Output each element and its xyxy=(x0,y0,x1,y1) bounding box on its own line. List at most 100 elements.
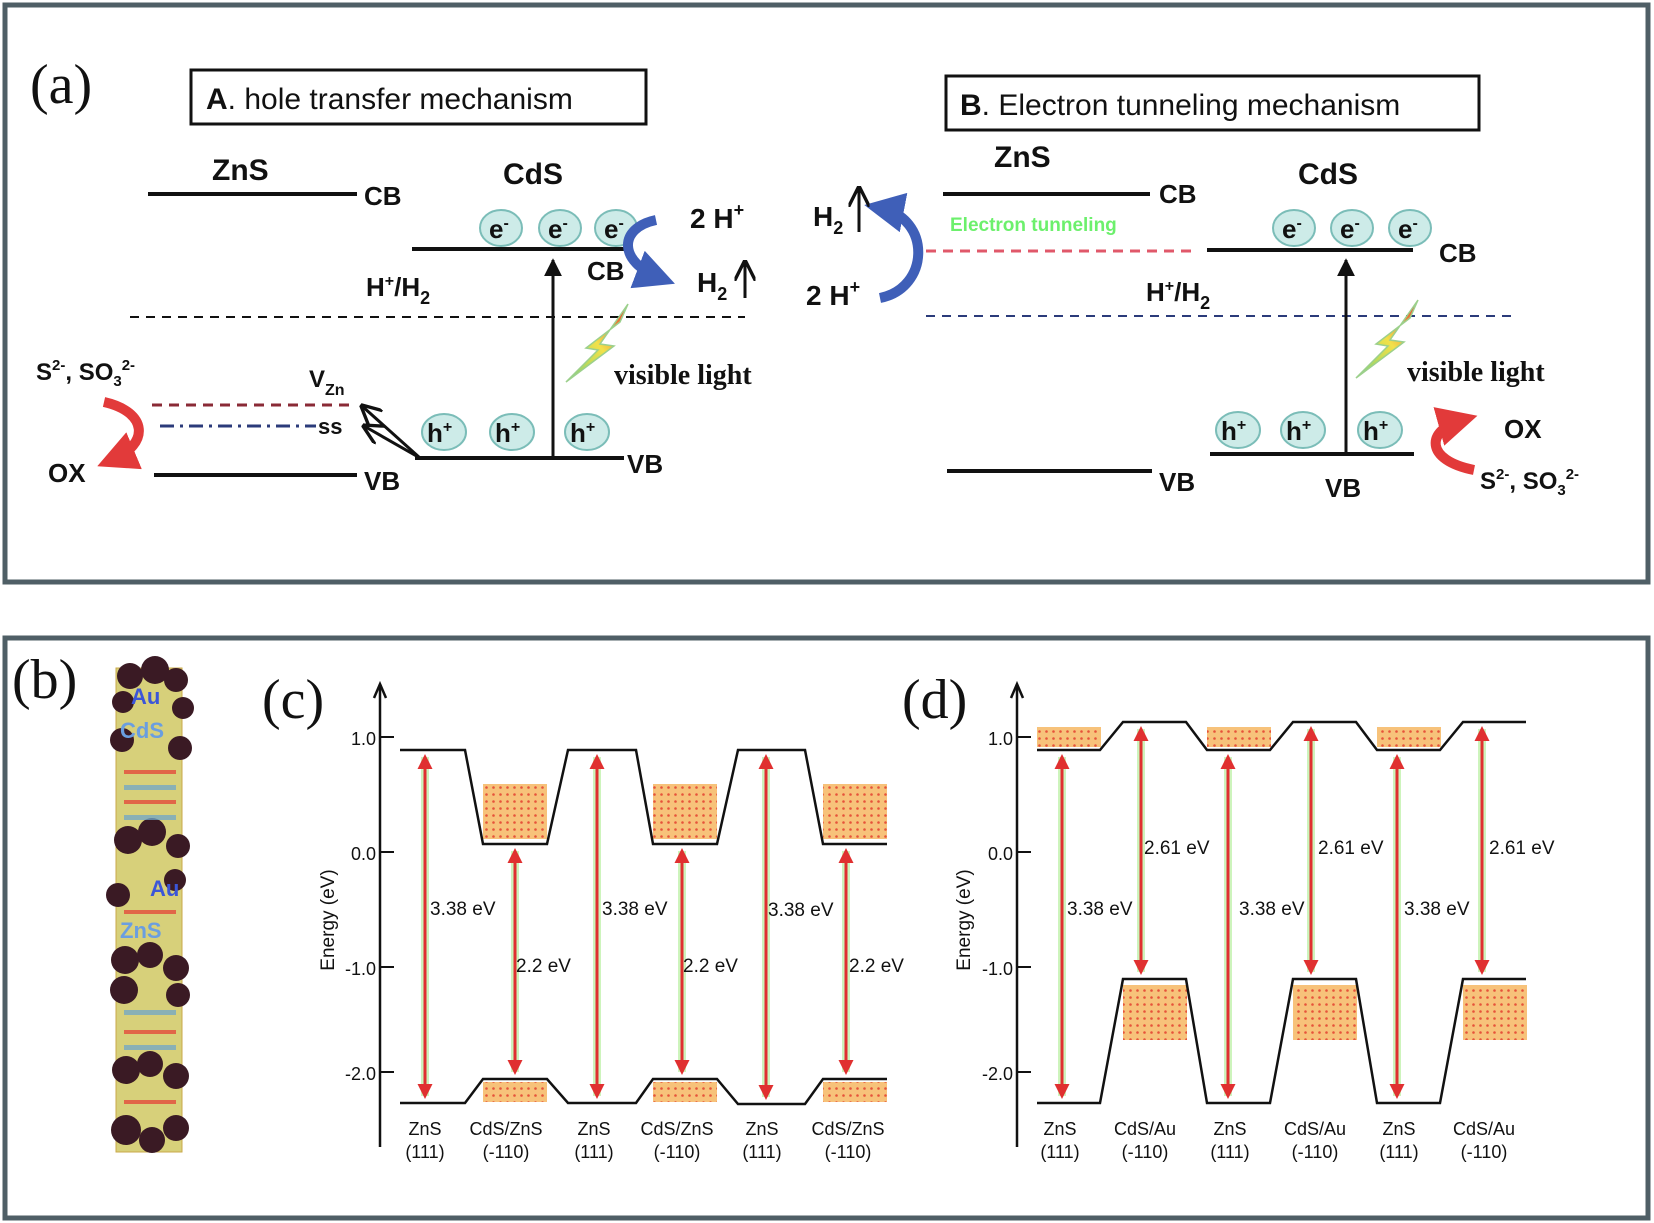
panel-d-tick-labels: 1.0 0.0 -1.0 -2.0 xyxy=(982,729,1013,1084)
mech-a-redox-label: H+/H2 xyxy=(366,272,430,308)
category-label: CdS/ZnS xyxy=(469,1119,542,1139)
category-label: CdS/ZnS xyxy=(811,1119,884,1139)
band-gap-label: 2.61 eV xyxy=(1318,838,1384,859)
panel-b-label: (b) xyxy=(12,649,77,711)
svg-text:h+: h+ xyxy=(570,418,595,448)
panel-b: (b) Au xyxy=(12,649,194,1153)
band-region xyxy=(1123,985,1187,1040)
panel-c: (c) Energy (eV) 1.0 0.0 -1.0 -2.0 xyxy=(262,669,904,1162)
band-gap-label: 2.2 eV xyxy=(683,956,738,977)
mech-b-oxidation-arrow xyxy=(1430,407,1478,475)
mech-a-ox-label: OX xyxy=(48,458,86,488)
band-region xyxy=(1037,727,1101,747)
electron: e- xyxy=(1388,209,1432,247)
category-label: CdS/Au xyxy=(1453,1119,1515,1139)
panel-d-y-axis-arrowhead xyxy=(1009,680,1025,699)
mech-b-light-label: visible light xyxy=(1407,357,1545,388)
hole: h+ xyxy=(489,413,535,451)
mech-a-cds-vb-label: VB xyxy=(627,449,663,479)
electron: e- xyxy=(1272,209,1316,247)
panel-c-cb-profile xyxy=(400,748,887,846)
svg-text:e-: e- xyxy=(1340,214,1360,244)
panel-d-ylabel: Energy (eV) xyxy=(954,869,975,970)
panel-d-cb-profile xyxy=(1037,720,1526,752)
mech-b-holes: h+ h+ h+ xyxy=(1215,411,1403,449)
panel-c-categories: ZnS (111) CdS/ZnS (-110) ZnS (111) CdS/Z… xyxy=(405,1119,884,1162)
band-gap-label: 2.2 eV xyxy=(849,956,904,977)
svg-text:e-: e- xyxy=(489,214,509,244)
panel-c-tick-labels: 1.0 0.0 -1.0 -2.0 xyxy=(345,729,376,1084)
category-label: (-110) xyxy=(654,1142,701,1162)
svg-text:h+: h+ xyxy=(495,418,520,448)
tick-label: -2.0 xyxy=(982,1064,1013,1084)
panel-d-bands xyxy=(1037,727,1527,1040)
tick-label: -1.0 xyxy=(345,959,376,979)
panel-b-au-mid: Au xyxy=(150,876,179,901)
panel-c-bands xyxy=(483,784,887,1102)
svg-text:e-: e- xyxy=(1282,214,1302,244)
mech-b-sacrificial-label: S2-, SO32- xyxy=(1480,466,1579,499)
mech-b-cds-vb-label: VB xyxy=(1325,473,1361,503)
nanorod-model: Au CdS Au ZnS xyxy=(106,656,194,1153)
panel-a-label: (a) xyxy=(30,54,92,116)
panel-d: (d) Energy (eV) 1.0 0.0 -1.0 -2.0 xyxy=(902,669,1555,1162)
svg-text:e-: e- xyxy=(1398,214,1418,244)
panel-b-cds: CdS xyxy=(120,718,164,743)
mech-a-hole-transfer-arrow-2 xyxy=(364,426,421,460)
mech-b-zns-cb-label: CB xyxy=(1159,179,1197,209)
panel-d-ticks xyxy=(1017,736,1031,1073)
tick-label: 1.0 xyxy=(988,729,1013,749)
category-label: ZnS xyxy=(1213,1119,1246,1139)
band-gap-label: 3.38 eV xyxy=(602,899,668,920)
category-label: (-110) xyxy=(1292,1142,1339,1162)
tick-label: -1.0 xyxy=(982,959,1013,979)
category-label: (-110) xyxy=(825,1142,872,1162)
mech-a-vzn-label: VZn xyxy=(309,366,345,399)
mech-b-tunneling-label: Electron tunneling xyxy=(950,215,1117,236)
panel-b-au-top: Au xyxy=(131,684,160,709)
hole: h+ xyxy=(1357,411,1403,449)
band-gap-label: 3.38 eV xyxy=(768,900,834,921)
hole: h+ xyxy=(1215,411,1261,449)
band-region xyxy=(823,1082,887,1102)
category-label: CdS/Au xyxy=(1114,1119,1176,1139)
category-label: (111) xyxy=(1379,1142,1418,1162)
band-region xyxy=(483,784,547,839)
mech-a-electrons: e- e- e- xyxy=(479,209,638,247)
band-region xyxy=(653,1082,717,1102)
band-region xyxy=(1377,727,1441,747)
mech-a-2h-label: 2 H+ xyxy=(690,200,744,234)
panel-c-label: (c) xyxy=(262,669,324,731)
band-gap-label: 3.38 eV xyxy=(430,899,496,920)
panel-c-ticks xyxy=(380,736,394,1073)
mech-a-zns-label: ZnS xyxy=(212,154,269,187)
panel-c-vb-profile xyxy=(400,1077,887,1106)
band-gap-label: 3.38 eV xyxy=(1067,899,1133,920)
mech-a-hole-transfer-arrow xyxy=(362,406,422,460)
category-label: (111) xyxy=(1040,1142,1079,1162)
category-label: (111) xyxy=(405,1142,444,1162)
category-label: CdS/Au xyxy=(1284,1119,1346,1139)
mech-b-cds-label: CdS xyxy=(1298,158,1358,191)
panel-c-gap-labels: 3.38 eV 2.2 eV 3.38 eV 2.2 eV 3.38 eV 2.… xyxy=(430,899,904,977)
tick-label: 0.0 xyxy=(351,844,376,864)
panel-d-categories: ZnS (111) CdS/Au (-110) ZnS (111) CdS/Au… xyxy=(1040,1119,1515,1162)
tick-label: 0.0 xyxy=(988,844,1013,864)
category-label: (-110) xyxy=(483,1142,530,1162)
mech-a-cds-label: CdS xyxy=(503,158,563,191)
band-gap-label: 3.38 eV xyxy=(1404,899,1470,920)
panel-c-y-axis-arrowhead xyxy=(372,680,388,699)
mech-a-holes: h+ h+ h+ xyxy=(421,413,610,451)
mech-b-h2-label: H2 xyxy=(813,201,843,238)
svg-text:h+: h+ xyxy=(1363,416,1388,446)
mech-a-reduction-arrow xyxy=(623,215,675,289)
mech-a-light-label: visible light xyxy=(614,360,752,391)
mech-a-ss-label: ss xyxy=(318,414,342,439)
mech-b-ox-label: OX xyxy=(1504,414,1542,444)
mech-a-sacrificial-label: S2-, SO32- xyxy=(36,357,135,390)
mech-b-2h-label: 2 H+ xyxy=(806,277,860,311)
band-gap-label: 2.61 eV xyxy=(1489,838,1555,859)
mech-b-zns-vb-label: VB xyxy=(1159,467,1195,497)
svg-text:h+: h+ xyxy=(427,418,452,448)
